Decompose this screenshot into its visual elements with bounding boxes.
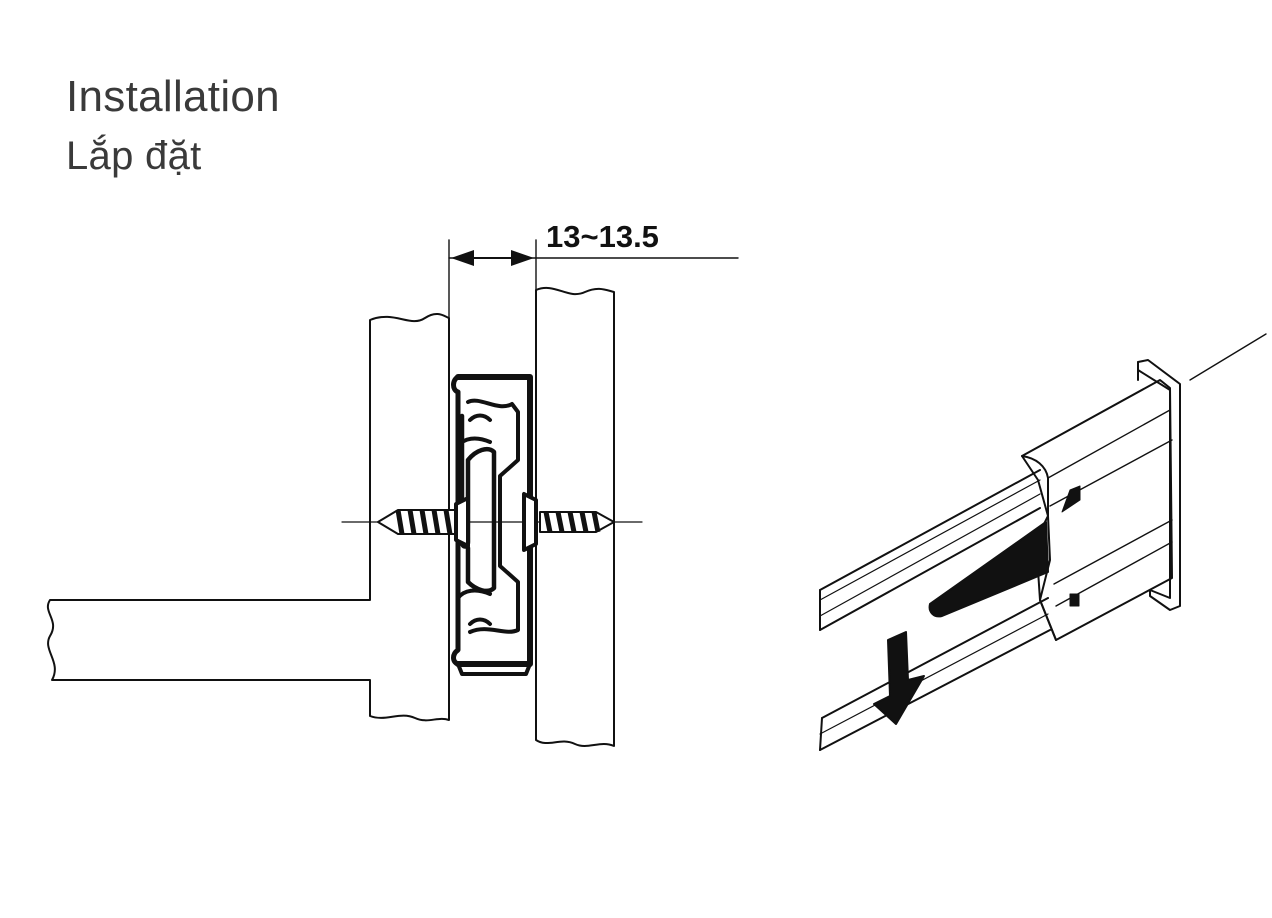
release-lever [928, 521, 1049, 618]
dimension-arrow-right [511, 250, 534, 266]
front-bracket [1137, 359, 1181, 611]
left-screw-head [454, 496, 470, 548]
mounting-screws [377, 492, 615, 552]
page-subtitle: Lắp đặt [66, 134, 202, 178]
section-view [47, 239, 739, 747]
cabinet-reference-line [1189, 333, 1267, 381]
intermediate-slide-member [466, 398, 520, 634]
right-screw-head [522, 492, 538, 552]
perspective-details [873, 485, 1081, 725]
inner-rail-member [1021, 379, 1173, 641]
lever-catch [1061, 485, 1081, 513]
drawer-side-panel [47, 312, 450, 722]
dimension-arrows [451, 250, 534, 266]
left-screw [377, 496, 470, 548]
push-down-arrow [873, 631, 925, 725]
dimension-label: 13~13.5 [546, 219, 659, 254]
page-title: Installation [66, 72, 280, 121]
right-screw [522, 492, 615, 552]
outer-rail [819, 469, 1051, 751]
dimension-arrow-left [451, 250, 474, 266]
lock-slot [1069, 593, 1080, 607]
cabinet-side-panel [535, 287, 615, 747]
